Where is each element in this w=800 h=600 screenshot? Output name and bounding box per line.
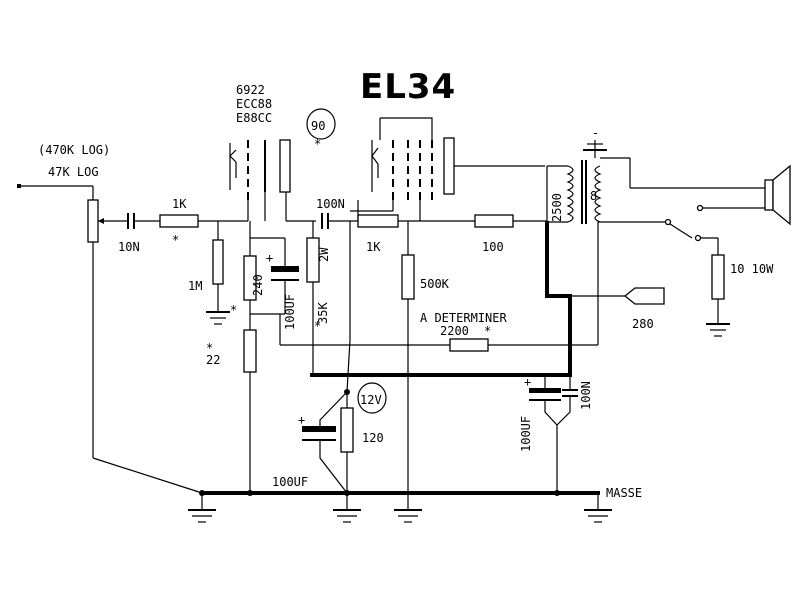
xfmr-sec-minus: -	[592, 126, 599, 140]
cap-100n-label: 100N	[316, 197, 345, 211]
pot-label-470k: (470K LOG)	[38, 143, 110, 157]
resistor-35k-label: 35K	[316, 302, 330, 324]
cap-100uf-bias-plate-a	[302, 426, 336, 432]
resistor-1k-input-label: 1K	[172, 197, 187, 211]
ground-symbol-1	[188, 493, 216, 523]
resistor-22-star: *	[206, 341, 213, 355]
cap-100uf-supply-plate-a	[529, 388, 561, 393]
cap-100uf-cath-plus: +	[266, 251, 273, 265]
resistor-1m	[212, 239, 224, 285]
ground-symbol-3	[394, 509, 422, 523]
badge-12v-label: 12V	[360, 393, 382, 407]
potentiometer	[87, 199, 99, 243]
resistor-2200-star: *	[484, 324, 491, 338]
resistor-35k-watt: 2W	[317, 247, 331, 262]
xfmr-primary-coil	[566, 165, 574, 223]
supply-280-connector	[623, 287, 665, 305]
supply-280-label: 280	[632, 317, 654, 331]
tube2-grid-dashes	[392, 140, 433, 200]
spk-terminal	[696, 204, 704, 212]
tube2-cathode-wire-b	[346, 339, 351, 393]
resistor-100	[474, 214, 514, 228]
pot-ground-wire	[92, 457, 203, 494]
load-label: 10 10W	[730, 262, 774, 276]
cap-100uf-supply-label: 100UF	[519, 416, 533, 452]
ground-symbol-4	[584, 493, 612, 523]
gnd-node-d	[554, 490, 560, 496]
determiner-label: A DETERMINER	[420, 311, 507, 325]
resistor-240-star: *	[230, 303, 237, 317]
speaker-magnet	[764, 179, 774, 211]
tube-type-1: 6922	[236, 83, 265, 97]
tube2-cathode-hook	[371, 147, 379, 165]
resistor-35k-star: *	[314, 319, 321, 333]
resistor-22-label: 22	[206, 353, 220, 367]
badge-90-circle	[306, 108, 336, 140]
resistor-10ohm-load	[711, 254, 725, 300]
resistor-1k-input-star: *	[172, 233, 179, 247]
resistor-120-label: 120	[362, 431, 384, 445]
tube1-cathode-hook	[229, 149, 237, 163]
schematic-title: EL34	[360, 67, 456, 107]
tube2-g3-top	[380, 117, 433, 140]
cap-100uf-bias-wire-top	[319, 391, 348, 426]
badge-90-label: 90	[311, 119, 325, 133]
cap-100uf-bias-wire-bot	[319, 440, 348, 494]
resistor-2200	[449, 338, 489, 352]
masse-label: MASSE	[606, 486, 642, 500]
resistor-2200-label: 2200	[440, 324, 469, 338]
resistor-1m-label: 1M	[188, 279, 202, 293]
gnd-node-b	[247, 490, 253, 496]
resistor-22	[243, 329, 257, 373]
resistor-500k	[401, 254, 415, 300]
resistor-120	[340, 407, 354, 453]
xfmr-secondary-label: 8	[590, 189, 597, 203]
cap-100n-supply-label: 100N	[579, 381, 593, 410]
cap-100uf-cath-label: 100UF	[283, 294, 297, 330]
ground-symbol-2	[333, 493, 361, 523]
resistor-1k-grid-label: 1K	[366, 240, 381, 254]
pot-label-47k: 47K LOG	[48, 165, 99, 179]
tube1-plate	[279, 139, 291, 193]
tube-type-3: E88CC	[236, 111, 272, 125]
switch-pivot	[664, 218, 672, 226]
switch-blade	[669, 223, 693, 239]
resistor-100-label: 100	[482, 240, 504, 254]
tube2-plate	[443, 137, 455, 195]
resistor-1k-grid	[357, 214, 399, 228]
pot-wiper-arrow	[98, 218, 104, 224]
resistor-500k-label: 500K	[420, 277, 450, 291]
cap-10n-label: 10N	[118, 240, 140, 254]
cap-100uf-supply-plus: +	[524, 375, 531, 389]
cap-100uf-bias-label: 100UF	[272, 475, 308, 489]
resistor-240-label: 240	[251, 274, 265, 296]
cap-100uf-bias-plus: +	[298, 413, 305, 427]
badge-12v-circle	[357, 382, 387, 414]
speaker-cone	[772, 164, 791, 226]
resistor-1k-input	[159, 214, 199, 228]
badge-90-star: *	[314, 137, 321, 151]
cap-100uf-cath-plate-a	[271, 266, 299, 272]
tube-type-2: ECC88	[236, 97, 272, 111]
xfmr-secondary-coil	[594, 165, 602, 223]
xfmr-primary-label: 2500	[550, 193, 564, 222]
switch-contact	[694, 234, 702, 242]
